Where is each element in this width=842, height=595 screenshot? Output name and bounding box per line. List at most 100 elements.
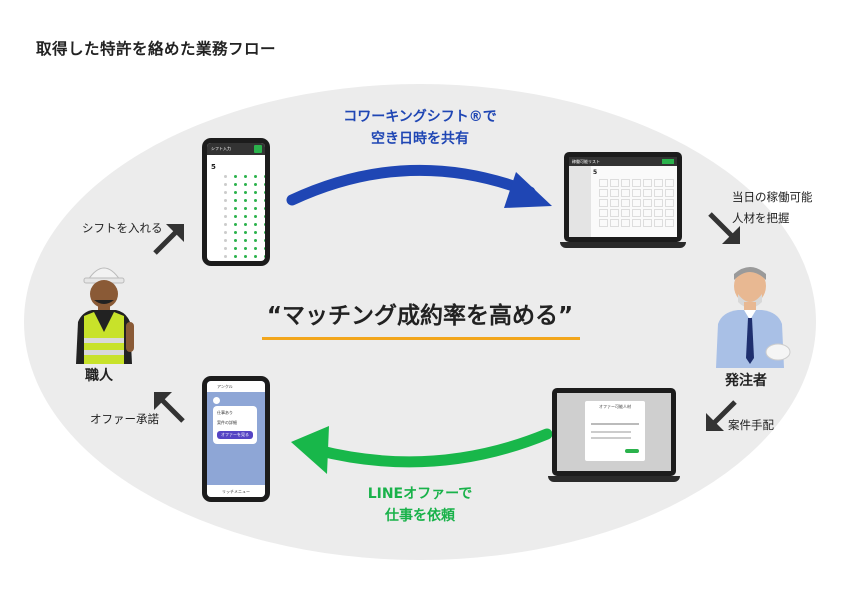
blue-flow-arrow bbox=[286, 164, 552, 208]
shift-cell[interactable] bbox=[221, 173, 229, 179]
availability-cell bbox=[643, 189, 652, 197]
page-title: 取得した特許を絡めた業務フロー bbox=[36, 40, 277, 58]
shift-cell[interactable] bbox=[241, 189, 249, 195]
shift-cell[interactable] bbox=[231, 197, 239, 203]
label-availability-line2: 人材を把握 bbox=[732, 211, 790, 225]
offer-dialog-title: オファー可能人材 bbox=[599, 404, 631, 409]
shift-cell[interactable] bbox=[261, 253, 265, 259]
shift-cell[interactable] bbox=[231, 253, 239, 259]
shift-cell[interactable] bbox=[221, 189, 229, 195]
shift-cell[interactable] bbox=[261, 237, 265, 243]
shift-cell[interactable] bbox=[231, 181, 239, 187]
offer-send-button[interactable] bbox=[625, 449, 639, 453]
shift-cell[interactable] bbox=[221, 237, 229, 243]
availability-grid bbox=[599, 179, 674, 227]
shift-cell[interactable] bbox=[241, 245, 249, 251]
line-msg2: 案件の詳細 bbox=[217, 420, 237, 425]
availability-cell bbox=[621, 209, 630, 217]
line-phone: アンクル 仕事あり 案件の詳細 オファーを見る リッチメニュー bbox=[202, 376, 270, 502]
headline-underline bbox=[262, 337, 580, 340]
availability-sidebar bbox=[569, 166, 591, 237]
shift-cell[interactable] bbox=[251, 221, 259, 227]
shift-cell[interactable] bbox=[251, 213, 259, 219]
shift-cell[interactable] bbox=[241, 221, 249, 227]
availability-cell bbox=[654, 209, 663, 217]
shift-cell[interactable] bbox=[231, 245, 239, 251]
shift-cell[interactable] bbox=[231, 237, 239, 243]
availability-cell bbox=[610, 219, 619, 227]
shift-cell[interactable] bbox=[261, 229, 265, 235]
shift-cell[interactable] bbox=[221, 197, 229, 203]
line-avatar-icon bbox=[213, 397, 220, 404]
shift-cell[interactable] bbox=[221, 245, 229, 251]
availability-laptop-base bbox=[560, 242, 686, 248]
shift-phone-save-button[interactable] bbox=[254, 145, 262, 153]
shift-cell[interactable] bbox=[241, 205, 249, 211]
line-footer: リッチメニュー bbox=[207, 485, 265, 497]
label-offer-accept: オファー承諾 bbox=[90, 412, 159, 426]
line-footer-text[interactable]: リッチメニュー bbox=[222, 489, 250, 494]
shift-cell[interactable] bbox=[231, 173, 239, 179]
orderer-avatar bbox=[716, 267, 791, 368]
shift-cell[interactable] bbox=[231, 221, 239, 227]
availability-cell bbox=[632, 209, 641, 217]
shift-cell[interactable] bbox=[261, 213, 265, 219]
shift-cell[interactable] bbox=[221, 181, 229, 187]
line-msg1: 仕事あり bbox=[217, 410, 233, 415]
offer-laptop-screen: オファー可能人材 bbox=[552, 388, 676, 476]
top-flow-caption: コワーキングシフト®で 空き日時を共有 bbox=[300, 106, 540, 150]
shift-cell[interactable] bbox=[251, 253, 259, 259]
label-dispatch: 案件手配 bbox=[728, 418, 774, 432]
availability-cell bbox=[665, 209, 674, 217]
shift-cell[interactable] bbox=[251, 237, 259, 243]
shift-cell[interactable] bbox=[221, 221, 229, 227]
shift-cell[interactable] bbox=[241, 237, 249, 243]
shift-cell[interactable] bbox=[251, 189, 259, 195]
shift-cell[interactable] bbox=[261, 197, 265, 203]
availability-cell bbox=[599, 219, 608, 227]
shift-cell[interactable] bbox=[261, 181, 265, 187]
shift-cell[interactable] bbox=[241, 197, 249, 203]
top-caption-line1: コワーキングシフト®で bbox=[343, 109, 497, 125]
availability-laptop-screen: 稼働可能リスト 5 bbox=[564, 152, 682, 242]
shift-cell[interactable] bbox=[261, 173, 265, 179]
shift-cell[interactable] bbox=[241, 173, 249, 179]
shift-cell[interactable] bbox=[231, 189, 239, 195]
availability-cell bbox=[621, 179, 630, 187]
shift-cell[interactable] bbox=[251, 205, 259, 211]
shift-cell[interactable] bbox=[221, 205, 229, 211]
shift-cell[interactable] bbox=[241, 229, 249, 235]
arrow-down-right-icon bbox=[708, 212, 740, 244]
availability-cell bbox=[599, 179, 608, 187]
line-offer-button[interactable]: オファーを見る bbox=[217, 431, 253, 439]
shift-cell[interactable] bbox=[251, 197, 259, 203]
shift-cell[interactable] bbox=[251, 181, 259, 187]
shift-cell[interactable] bbox=[221, 213, 229, 219]
shift-cell[interactable] bbox=[261, 189, 265, 195]
shift-phone-header: シフト入力 bbox=[207, 143, 265, 155]
shift-cell[interactable] bbox=[241, 253, 249, 259]
shift-cell[interactable] bbox=[231, 213, 239, 219]
availability-cell bbox=[610, 209, 619, 217]
shift-cell[interactable] bbox=[241, 213, 249, 219]
shift-cell[interactable] bbox=[221, 253, 229, 259]
availability-action-button[interactable] bbox=[662, 159, 674, 164]
shift-cell[interactable] bbox=[241, 181, 249, 187]
availability-cell bbox=[643, 209, 652, 217]
availability-header-text: 稼働可能リスト bbox=[572, 159, 600, 164]
label-shift-input: シフトを入れる bbox=[82, 221, 163, 235]
shift-cell[interactable] bbox=[261, 205, 265, 211]
shift-phone-header-text: シフト入力 bbox=[211, 146, 231, 151]
shift-cell[interactable] bbox=[231, 205, 239, 211]
shift-cell[interactable] bbox=[261, 221, 265, 227]
arrow-up-left-icon bbox=[154, 392, 185, 423]
shift-cell[interactable] bbox=[261, 245, 265, 251]
shift-cell[interactable] bbox=[231, 229, 239, 235]
headline: “マッチング成約率を高める” bbox=[266, 303, 574, 329]
shift-cell[interactable] bbox=[251, 229, 259, 235]
line-message-bubble: 仕事あり 案件の詳細 オファーを見る bbox=[213, 406, 257, 444]
shift-cell[interactable] bbox=[221, 229, 229, 235]
bottom-caption-line1: LINEオファーで bbox=[367, 486, 473, 502]
shift-cell[interactable] bbox=[251, 245, 259, 251]
shift-cell[interactable] bbox=[251, 173, 259, 179]
